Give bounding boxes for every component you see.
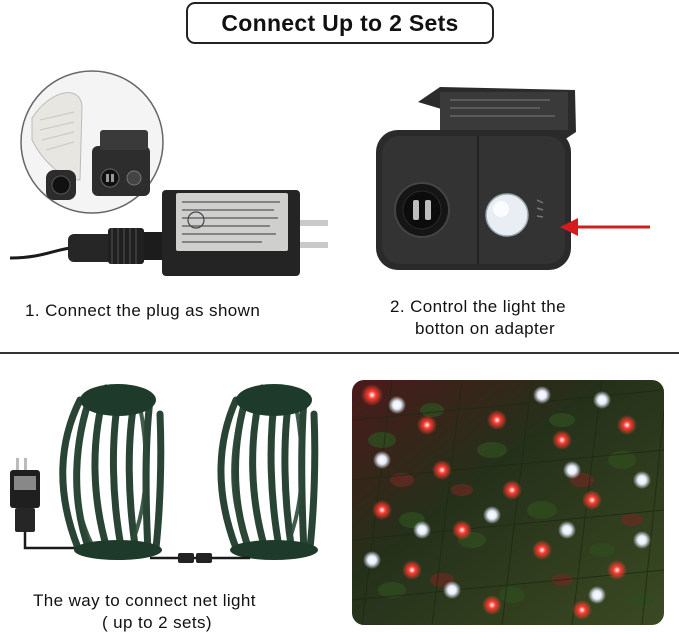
adapter-button-icon xyxy=(376,87,576,270)
plug-connection-illustration xyxy=(10,70,328,276)
step3-caption-line1: The way to connect net light xyxy=(33,591,256,610)
plug-adapter-icon xyxy=(68,190,328,276)
net-light-coil-icon xyxy=(217,384,319,560)
step2-caption-line1: 2. Control the light the xyxy=(390,297,566,316)
set-connector-icon xyxy=(150,553,250,563)
adapter-button-illustration xyxy=(376,87,650,270)
connector-closeup-icon xyxy=(20,70,164,214)
two-sets-connection-illustration xyxy=(10,384,319,563)
section-divider xyxy=(0,352,679,354)
step3-caption-line2: ( up to 2 sets) xyxy=(102,613,212,632)
plug-adapter-icon xyxy=(10,458,88,550)
step2-caption-line2: botton on adapter xyxy=(415,319,556,338)
step1-caption: 1. Connect the plug as shown xyxy=(25,301,261,320)
net-light-coil-icon xyxy=(59,384,165,560)
page-title: Connect Up to 2 Sets xyxy=(186,2,494,44)
net-light-photo xyxy=(352,380,664,625)
arrow-left-icon xyxy=(560,218,650,236)
